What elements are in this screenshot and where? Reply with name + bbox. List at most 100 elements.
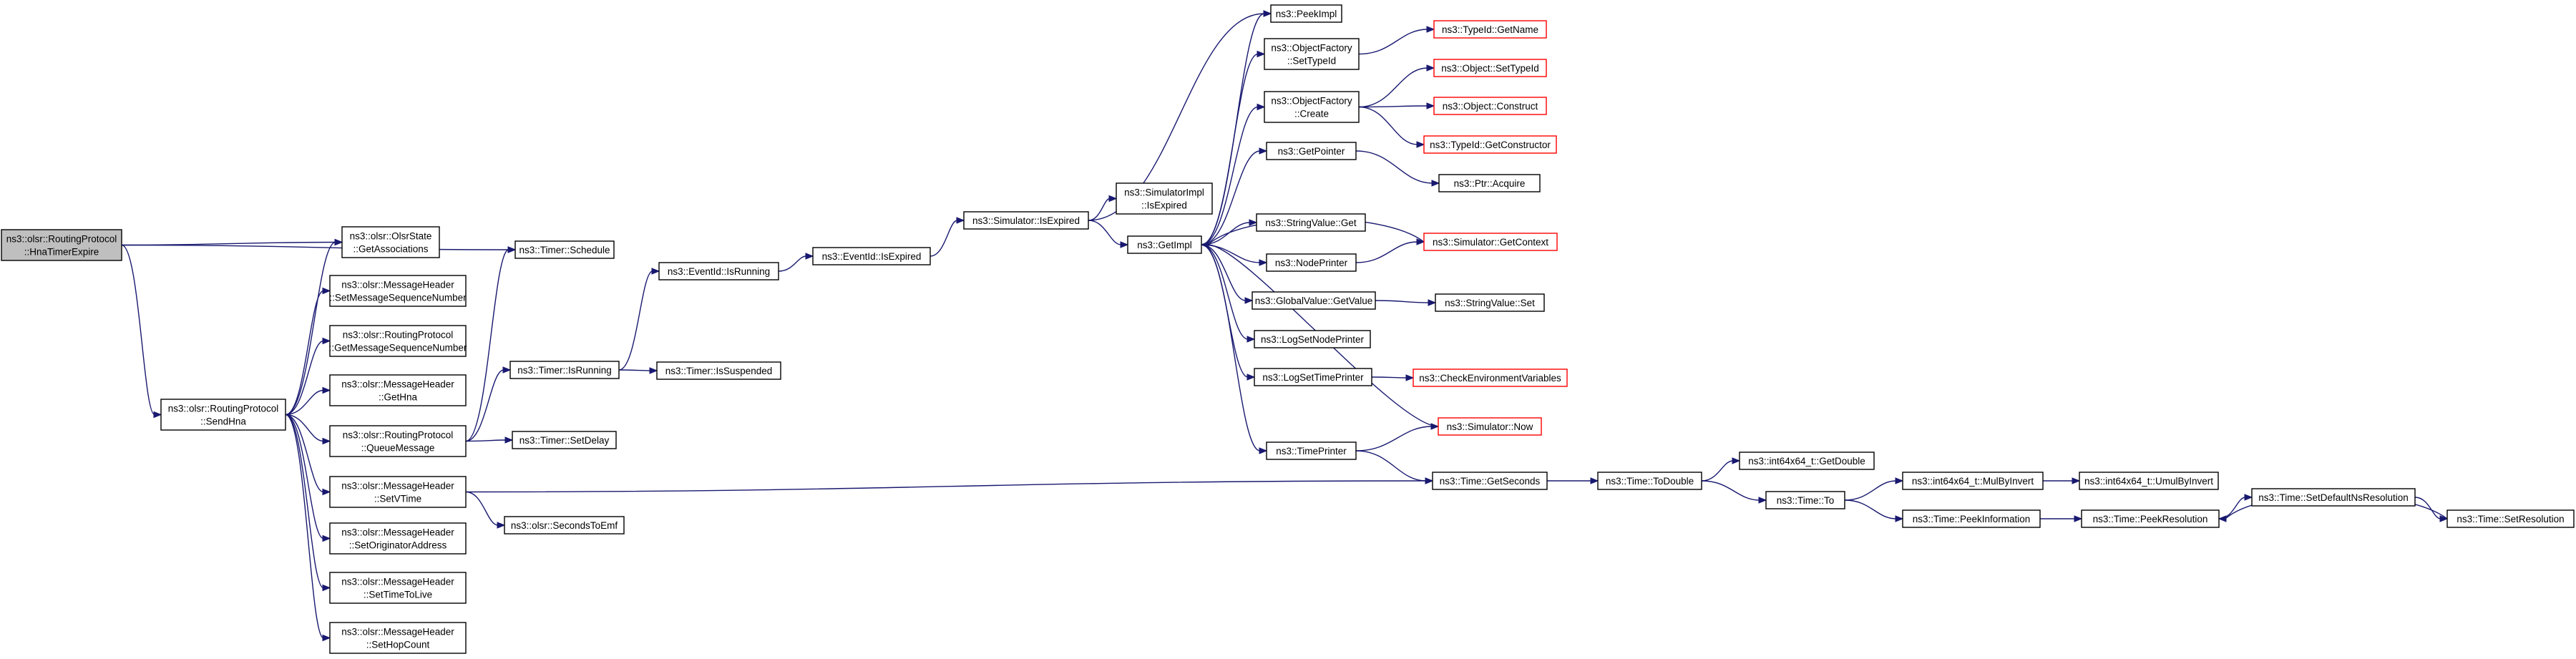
edge — [618, 270, 653, 371]
node-typeid-getconstructor[interactable]: ns3::TypeId::GetConstructor — [1423, 135, 1557, 154]
node-simulator-now[interactable]: ns3::Simulator::Now — [1438, 417, 1542, 436]
node-box — [1597, 472, 1702, 490]
node-label: ::SetVTime — [374, 494, 421, 504]
node-typeid-getname[interactable]: ns3::TypeId::GetName — [1433, 20, 1547, 39]
node-globalvalue-getvalue[interactable]: ns3::GlobalValue::GetValue — [1252, 291, 1376, 310]
node-set-ttl[interactable]: ns3::olsr::MessageHeader::SetTimeToLive — [329, 572, 467, 604]
edge-arrowhead — [1259, 447, 1268, 454]
node-label: ::SetMessageSequenceNumber — [329, 293, 467, 303]
node-set-vtime[interactable]: ns3::olsr::MessageHeader::SetVTime — [329, 476, 467, 508]
edge — [465, 439, 507, 442]
node-objfactory-settypeid[interactable]: ns3::ObjectFactory::SetTypeId — [1264, 38, 1360, 70]
node-object-settypeid[interactable]: ns3::Object::SetTypeId — [1433, 59, 1547, 77]
edge — [1375, 300, 1430, 303]
node-get-hna[interactable]: ns3::olsr::MessageHeader::GetHna — [329, 374, 467, 406]
node-time-setdefaultnsresolution[interactable]: ns3::Time::SetDefaultNsResolution — [2251, 488, 2416, 507]
edge-arrowhead — [1259, 259, 1268, 266]
node-box — [1127, 235, 1202, 254]
edge-arrowhead — [322, 437, 331, 445]
node-time-printer[interactable]: ns3::TimePrinter — [1266, 441, 1357, 460]
node-timer-set-delay[interactable]: ns3::Timer::SetDelay — [512, 431, 617, 449]
node-label: ns3::StringValue::Set — [1445, 298, 1535, 308]
edge-arrowhead — [1259, 147, 1268, 155]
node-ptr-acquire[interactable]: ns3::Ptr::Acquire — [1438, 174, 1541, 192]
node-label: ns3::LogSetTimePrinter — [1262, 372, 1364, 383]
node-label: ns3::olsr::RoutingProtocol — [343, 430, 454, 441]
node-int64x64-mulbyinvert[interactable]: ns3::int64x64_t::MulByInvert — [1902, 472, 2044, 490]
edge — [1358, 106, 1418, 145]
node-timer-is-suspended[interactable]: ns3::Timer::IsSuspended — [656, 361, 781, 380]
node-peek-impl[interactable]: ns3::PeekImpl — [1270, 4, 1342, 23]
node-timer-schedule[interactable]: ns3::Timer::Schedule — [514, 240, 615, 259]
node-time-setresolution[interactable]: ns3::Time::SetResolution — [2446, 509, 2575, 528]
edge — [1844, 499, 1897, 519]
node-node-printer[interactable]: ns3::NodePrinter — [1266, 253, 1357, 272]
edge-arrowhead — [1120, 241, 1129, 248]
node-label: ns3::olsr::OlsrState — [350, 231, 432, 242]
node-time-todouble[interactable]: ns3::Time::ToDouble — [1597, 472, 1702, 490]
node-log-set-node-printer[interactable]: ns3::LogSetNodePrinter — [1254, 330, 1371, 348]
node-time-peekresolution[interactable]: ns3::Time::PeekResolution — [2081, 509, 2220, 528]
node-set-originator[interactable]: ns3::olsr::MessageHeader::SetOriginatorA… — [329, 522, 467, 555]
node-box — [2446, 509, 2575, 528]
node-simulatorimpl-is-expired[interactable]: ns3::SimulatorImpl::IsExpired — [1116, 182, 1213, 215]
node-get-associations[interactable]: ns3::olsr::OlsrState::GetAssociations — [341, 226, 440, 258]
node-simulator-is-expired[interactable]: ns3::Simulator::IsExpired — [963, 211, 1089, 230]
node-label: ns3::CheckEnvironmentVariables — [1419, 373, 1561, 384]
edge — [778, 255, 807, 272]
node-box — [1413, 368, 1568, 387]
node-set-msg-seq[interactable]: ns3::olsr::MessageHeader::SetMessageSequ… — [329, 275, 467, 307]
node-time-getseconds[interactable]: ns3::Time::GetSeconds — [1432, 472, 1548, 490]
node-get-pointer[interactable]: ns3::GetPointer — [1266, 142, 1357, 160]
node-label: ns3::TypeId::GetName — [1442, 24, 1538, 35]
node-stringvalue-get[interactable]: ns3::StringValue::Get — [1256, 213, 1366, 232]
node-eventid-is-expired[interactable]: ns3::EventId::IsExpired — [812, 247, 931, 265]
node-box — [329, 275, 467, 307]
node-object-construct[interactable]: ns3::Object::Construct — [1433, 97, 1547, 115]
edge — [1355, 150, 1433, 184]
node-stringvalue-set[interactable]: ns3::StringValue::Set — [1435, 293, 1545, 312]
node-label: ::SetHopCount — [366, 640, 430, 650]
node-label: ns3::Time::SetDefaultNsResolution — [2258, 492, 2409, 503]
node-label: ::GetMessageSequenceNumber — [329, 343, 467, 353]
node-get-msg-seq[interactable]: ns3::olsr::RoutingProtocol::GetMessageSe… — [329, 325, 467, 357]
edge — [465, 249, 509, 442]
edge-arrowhead — [1405, 374, 1415, 381]
node-send-hna[interactable]: ns3::olsr::RoutingProtocol::SendHna — [160, 399, 286, 431]
node-timer-is-running[interactable]: ns3::Timer::IsRunning — [509, 361, 620, 379]
node-get-impl[interactable]: ns3::GetImpl — [1127, 235, 1202, 254]
node-box — [2251, 488, 2416, 507]
edge-arrowhead — [334, 238, 343, 246]
node-time-peekinformation[interactable]: ns3::Time::PeekInformation — [1902, 509, 2041, 528]
node-label: ns3::ObjectFactory — [1271, 96, 1352, 107]
node-simulator-getcontext[interactable]: ns3::Simulator::GetContext — [1423, 233, 1558, 251]
edge-arrowhead — [1758, 497, 1767, 504]
edge-arrowhead — [1425, 477, 1434, 484]
node-queue-message[interactable]: ns3::olsr::RoutingProtocol::QueueMessage — [329, 425, 467, 457]
node-box — [1266, 253, 1357, 272]
edge-arrowhead — [956, 217, 965, 224]
node-hna-timer-expire[interactable]: ns3::olsr::RoutingProtocol::HnaTimerExpi… — [1, 229, 122, 261]
node-int64x64-umulbyinvert[interactable]: ns3::int64x64_t::UmulByInvert — [2079, 472, 2219, 490]
node-label: ns3::Timer::SetDelay — [519, 435, 610, 446]
node-box — [329, 476, 467, 508]
node-set-hop-count[interactable]: ns3::olsr::MessageHeader::SetHopCount — [329, 622, 467, 654]
edge — [1088, 197, 1111, 221]
edge-arrowhead — [1416, 141, 1425, 148]
edge-arrowhead — [2218, 515, 2227, 522]
node-label: ns3::TypeId::GetConstructor — [1430, 140, 1551, 150]
node-box — [509, 361, 620, 379]
node-time-to[interactable]: ns3::Time::To — [1765, 491, 1845, 509]
node-eventid-is-running[interactable]: ns3::EventId::IsRunning — [658, 262, 779, 280]
node-check-env-vars[interactable]: ns3::CheckEnvironmentVariables — [1413, 368, 1568, 387]
edge-arrowhead — [322, 584, 331, 592]
node-label: ns3::GlobalValue::GetValue — [1255, 296, 1373, 306]
node-objfactory-create[interactable]: ns3::ObjectFactory::Create — [1264, 91, 1360, 123]
node-log-set-time-printer[interactable]: ns3::LogSetTimePrinter — [1254, 368, 1372, 386]
edge-arrowhead — [1895, 515, 1904, 522]
edge — [1201, 53, 1259, 245]
node-label: ns3::Ptr::Acquire — [1454, 178, 1526, 189]
node-seconds-to-emf[interactable]: ns3::olsr::SecondsToEmf — [504, 516, 625, 534]
node-int64x64-getdouble[interactable]: ns3::int64x64_t::GetDouble — [1739, 451, 1875, 470]
